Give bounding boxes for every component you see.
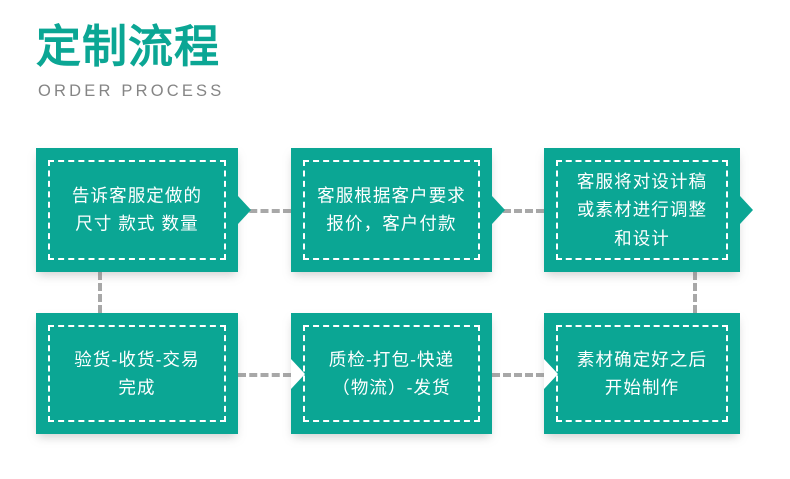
arrow-left-icon: [544, 358, 558, 389]
arrow-right-icon: [238, 196, 251, 224]
page-subtitle: ORDER PROCESS: [38, 82, 225, 101]
dashed-frame: [303, 160, 480, 260]
arrow-left-icon: [291, 358, 305, 389]
connector-step1-step4: [98, 272, 102, 313]
connector-step1-step2: [238, 209, 291, 213]
flow-step-2[interactable]: 客服根据客户要求 报价，客户付款: [291, 148, 505, 272]
connector-step3-step6: [693, 272, 697, 313]
arrow-right-icon: [740, 196, 753, 224]
dashed-frame: [48, 160, 226, 260]
header: 定制流程 ORDER PROCESS: [36, 21, 456, 101]
dashed-frame: [303, 325, 480, 422]
flow-step-6[interactable]: 素材确定好之后 开始制作: [544, 313, 740, 434]
dashed-frame: [556, 160, 728, 260]
flow-step-1[interactable]: 告诉客服定做的 尺寸 款式 数量: [36, 148, 251, 272]
dashed-frame: [556, 325, 728, 422]
connector-step2-step3: [492, 209, 544, 213]
flow-step-5[interactable]: 质检-打包-快递 （物流）-发货: [291, 313, 492, 434]
flow-step-3[interactable]: 客服将对设计稿 或素材进行调整 和设计: [544, 148, 753, 272]
arrow-right-icon: [492, 196, 505, 224]
connector-step6-step5: [492, 373, 544, 377]
connector-step5-step4: [238, 373, 291, 377]
dashed-frame: [48, 325, 226, 422]
page-title: 定制流程: [36, 21, 221, 72]
flow-step-4[interactable]: 验货-收货-交易 完成: [36, 313, 238, 434]
